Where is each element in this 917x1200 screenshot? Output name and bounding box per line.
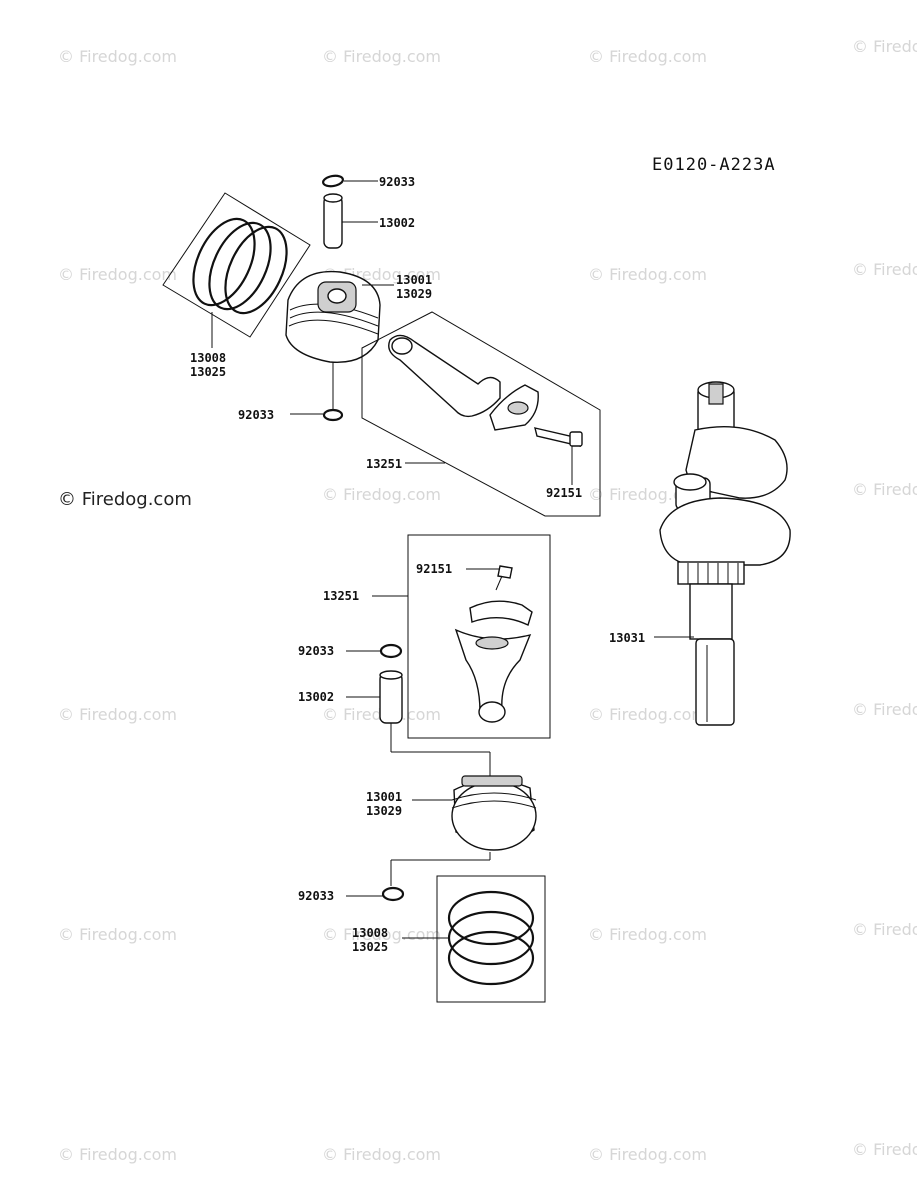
rings-frame xyxy=(162,192,311,338)
piston-rings-part[interactable] xyxy=(181,209,299,322)
watermark: © Firedog.com xyxy=(588,265,707,284)
watermark: © Firedog.com xyxy=(322,47,441,66)
circlip-part[interactable] xyxy=(381,886,405,902)
crankshaft-part[interactable] xyxy=(659,381,791,726)
watermark: © Firedog.com xyxy=(322,925,441,944)
callout-label: 13025 xyxy=(190,365,226,379)
callout-label: 92033 xyxy=(379,175,415,189)
watermark: © Firedog.com xyxy=(588,1145,707,1164)
piston-pin-part[interactable] xyxy=(323,193,343,249)
watermark: © Firedog.com xyxy=(588,925,707,944)
callout-label: 13001 xyxy=(366,790,402,804)
rod-bolt-part[interactable] xyxy=(495,565,513,591)
callout-label: 13001 xyxy=(396,273,432,287)
callout-label: 92151 xyxy=(546,486,582,500)
piston-rings-part[interactable] xyxy=(447,890,535,986)
callout-label: 13002 xyxy=(298,690,334,704)
watermark: © Firedog.com xyxy=(852,260,917,279)
callout-label: 13251 xyxy=(323,589,359,603)
callout-label: 13029 xyxy=(396,287,432,301)
watermark: © Firedog.com xyxy=(588,47,707,66)
callout-label: 13031 xyxy=(609,631,645,645)
watermark: © Firedog.com xyxy=(58,705,177,724)
watermark: © Firedog.com xyxy=(852,480,917,499)
circlip-part[interactable] xyxy=(322,408,344,422)
watermark: © Firedog.com xyxy=(322,485,441,504)
piston-part[interactable] xyxy=(285,270,381,364)
rod-frame xyxy=(361,311,601,517)
callout-label: 13025 xyxy=(352,940,388,954)
piston-pin-part[interactable] xyxy=(379,670,403,724)
watermark: © Firedog.com xyxy=(588,705,707,724)
watermark: © Firedog.com xyxy=(58,1145,177,1164)
diagram-code: E0120-A223A xyxy=(652,155,776,175)
connecting-rod-part[interactable] xyxy=(388,334,583,447)
callout-label: 13008 xyxy=(352,926,388,940)
callout-label: 92033 xyxy=(238,408,274,422)
callout-label: 13251 xyxy=(366,457,402,471)
callout-label: 92033 xyxy=(298,644,334,658)
callout-label: 13002 xyxy=(379,216,415,230)
watermark: © Firedog.com xyxy=(852,920,917,939)
circlip-part[interactable] xyxy=(322,174,344,188)
watermark: © Firedog.com xyxy=(852,700,917,719)
watermark: © Firedog.com xyxy=(322,1145,441,1164)
piston-part[interactable] xyxy=(451,775,537,851)
connecting-rod-part[interactable] xyxy=(454,600,533,723)
watermark: © Firedog.com xyxy=(852,37,917,56)
watermark: © Firedog.com xyxy=(58,265,177,284)
watermark: © Firedog.com xyxy=(58,925,177,944)
circlip-part[interactable] xyxy=(379,643,403,659)
callout-label: 92151 xyxy=(416,562,452,576)
watermark: © Firedog.com xyxy=(852,1140,917,1159)
gear-teeth xyxy=(687,563,739,584)
rings-frame xyxy=(436,875,546,1003)
copyright-notice: © Firedog.com xyxy=(58,489,192,510)
callout-label: 92033 xyxy=(298,889,334,903)
callout-label: 13029 xyxy=(366,804,402,818)
callout-label: 13008 xyxy=(190,351,226,365)
rod-frame xyxy=(407,534,551,739)
watermark: © Firedog.com xyxy=(58,47,177,66)
watermark-grid: © Firedog.com © Firedog.com © Firedog.co… xyxy=(58,37,917,1164)
